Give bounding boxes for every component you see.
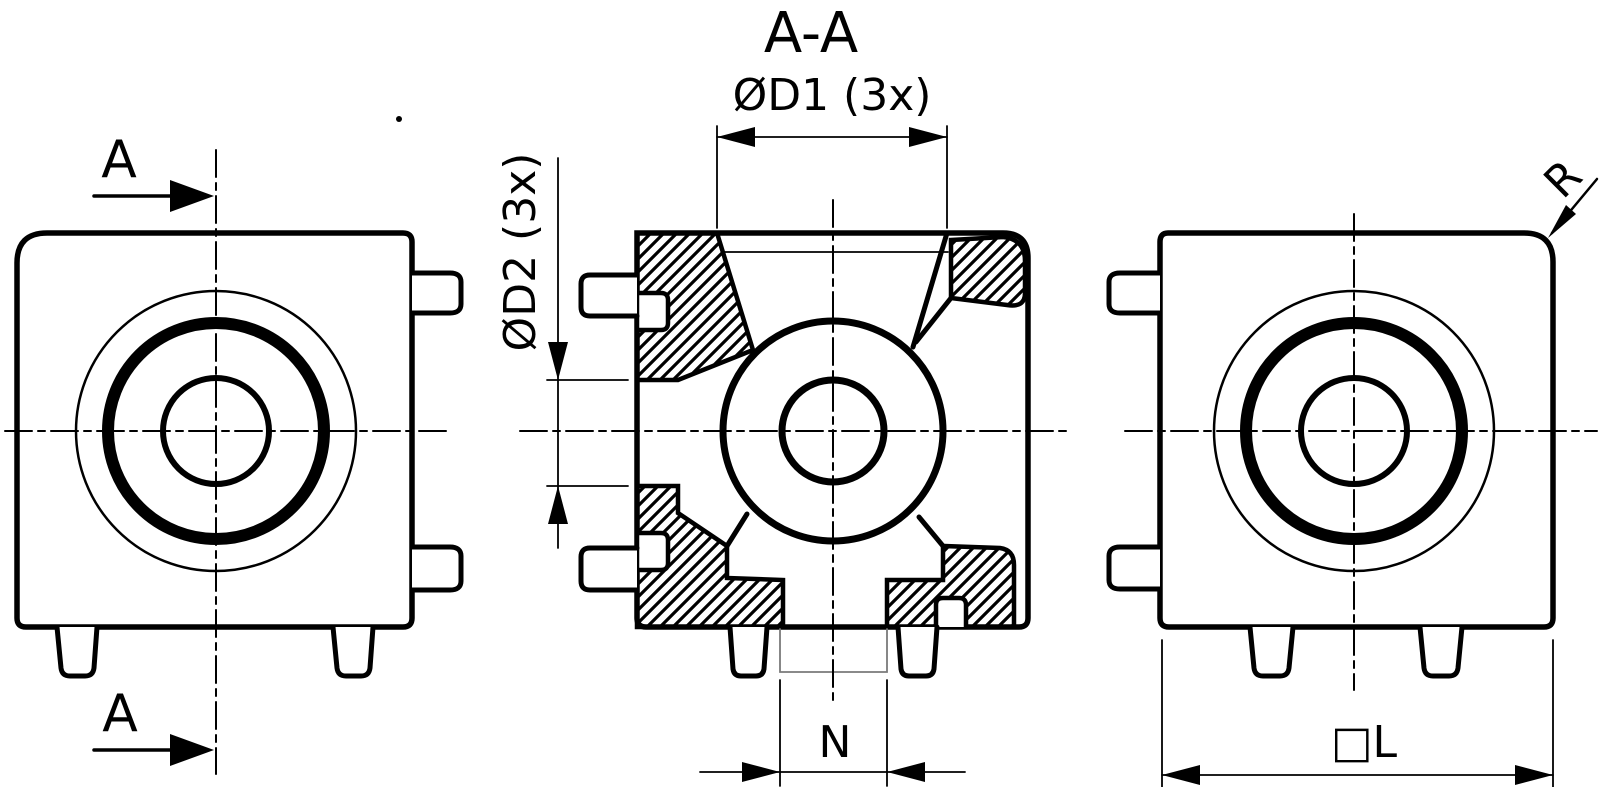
groove-profile: [933, 595, 969, 630]
front-view-lug-bottom: [409, 544, 464, 593]
section-foot-right: [895, 624, 940, 679]
section-lug-slot-top: [634, 290, 671, 333]
dimension-n: [699, 679, 966, 787]
d1-extension-lines: [716, 125, 948, 229]
hatch-top-left: [634, 230, 756, 383]
section-arrowhead-bottom: [170, 734, 214, 766]
dim-label-d1: ØD1 (3x): [733, 70, 932, 121]
hatch-bottom-left: [634, 483, 786, 630]
hatch-bottom-right: [884, 543, 1017, 630]
d2-arrowhead-bottom: [548, 486, 568, 524]
dim-label-l: □L: [1331, 717, 1398, 768]
d2-arrowhead-top: [548, 342, 568, 380]
speck: [396, 116, 402, 122]
section-letter-bottom: A: [102, 684, 138, 744]
radius-callout: [1548, 177, 1599, 238]
side-view-foot-right: [1417, 624, 1465, 679]
section-lug-top: [578, 272, 640, 319]
d1-arrowhead-right: [909, 127, 947, 147]
dimension-d1: [716, 125, 948, 229]
side-view: [1106, 177, 1599, 787]
section-arrowhead-top: [170, 180, 214, 212]
l-arrowhead-right: [1515, 765, 1553, 785]
n-arrowhead-right: [887, 762, 925, 782]
section-lug-slot-bottom: [634, 530, 671, 573]
section-view: [519, 125, 1069, 787]
dimension-l: [1161, 639, 1554, 787]
d1-arrowhead-left: [717, 127, 755, 147]
section-letter-top: A: [101, 130, 137, 190]
dim-label-r: R: [1535, 151, 1593, 209]
l-extension-lines: [1161, 639, 1554, 787]
side-view-lug-top: [1106, 270, 1163, 316]
side-view-foot-left: [1247, 624, 1296, 679]
front-view: [4, 116, 464, 775]
section-foot-left: [727, 624, 770, 679]
section-lug-bottom: [578, 545, 640, 593]
front-view-foot-right: [330, 624, 376, 679]
d2-extension-lines: [546, 379, 629, 487]
pocket-slant-right: [916, 514, 946, 549]
n-extension-lines: [779, 679, 888, 787]
r-arrowhead: [1548, 205, 1576, 238]
corner-chamfer-right: [913, 295, 954, 345]
dimension-d2: [546, 157, 629, 549]
front-view-lug-top: [409, 270, 464, 316]
front-view-foot-left: [54, 624, 100, 679]
pocket-slant-left: [724, 511, 750, 549]
section-title: A-A: [764, 1, 858, 66]
l-arrowhead-left: [1162, 765, 1200, 785]
hatch-top-right: [948, 234, 1028, 308]
dim-label-d2: ØD2 (3x): [495, 153, 546, 352]
side-view-lug-bottom: [1106, 544, 1163, 592]
n-arrowhead-left: [742, 762, 780, 782]
dim-label-n: N: [819, 717, 852, 768]
